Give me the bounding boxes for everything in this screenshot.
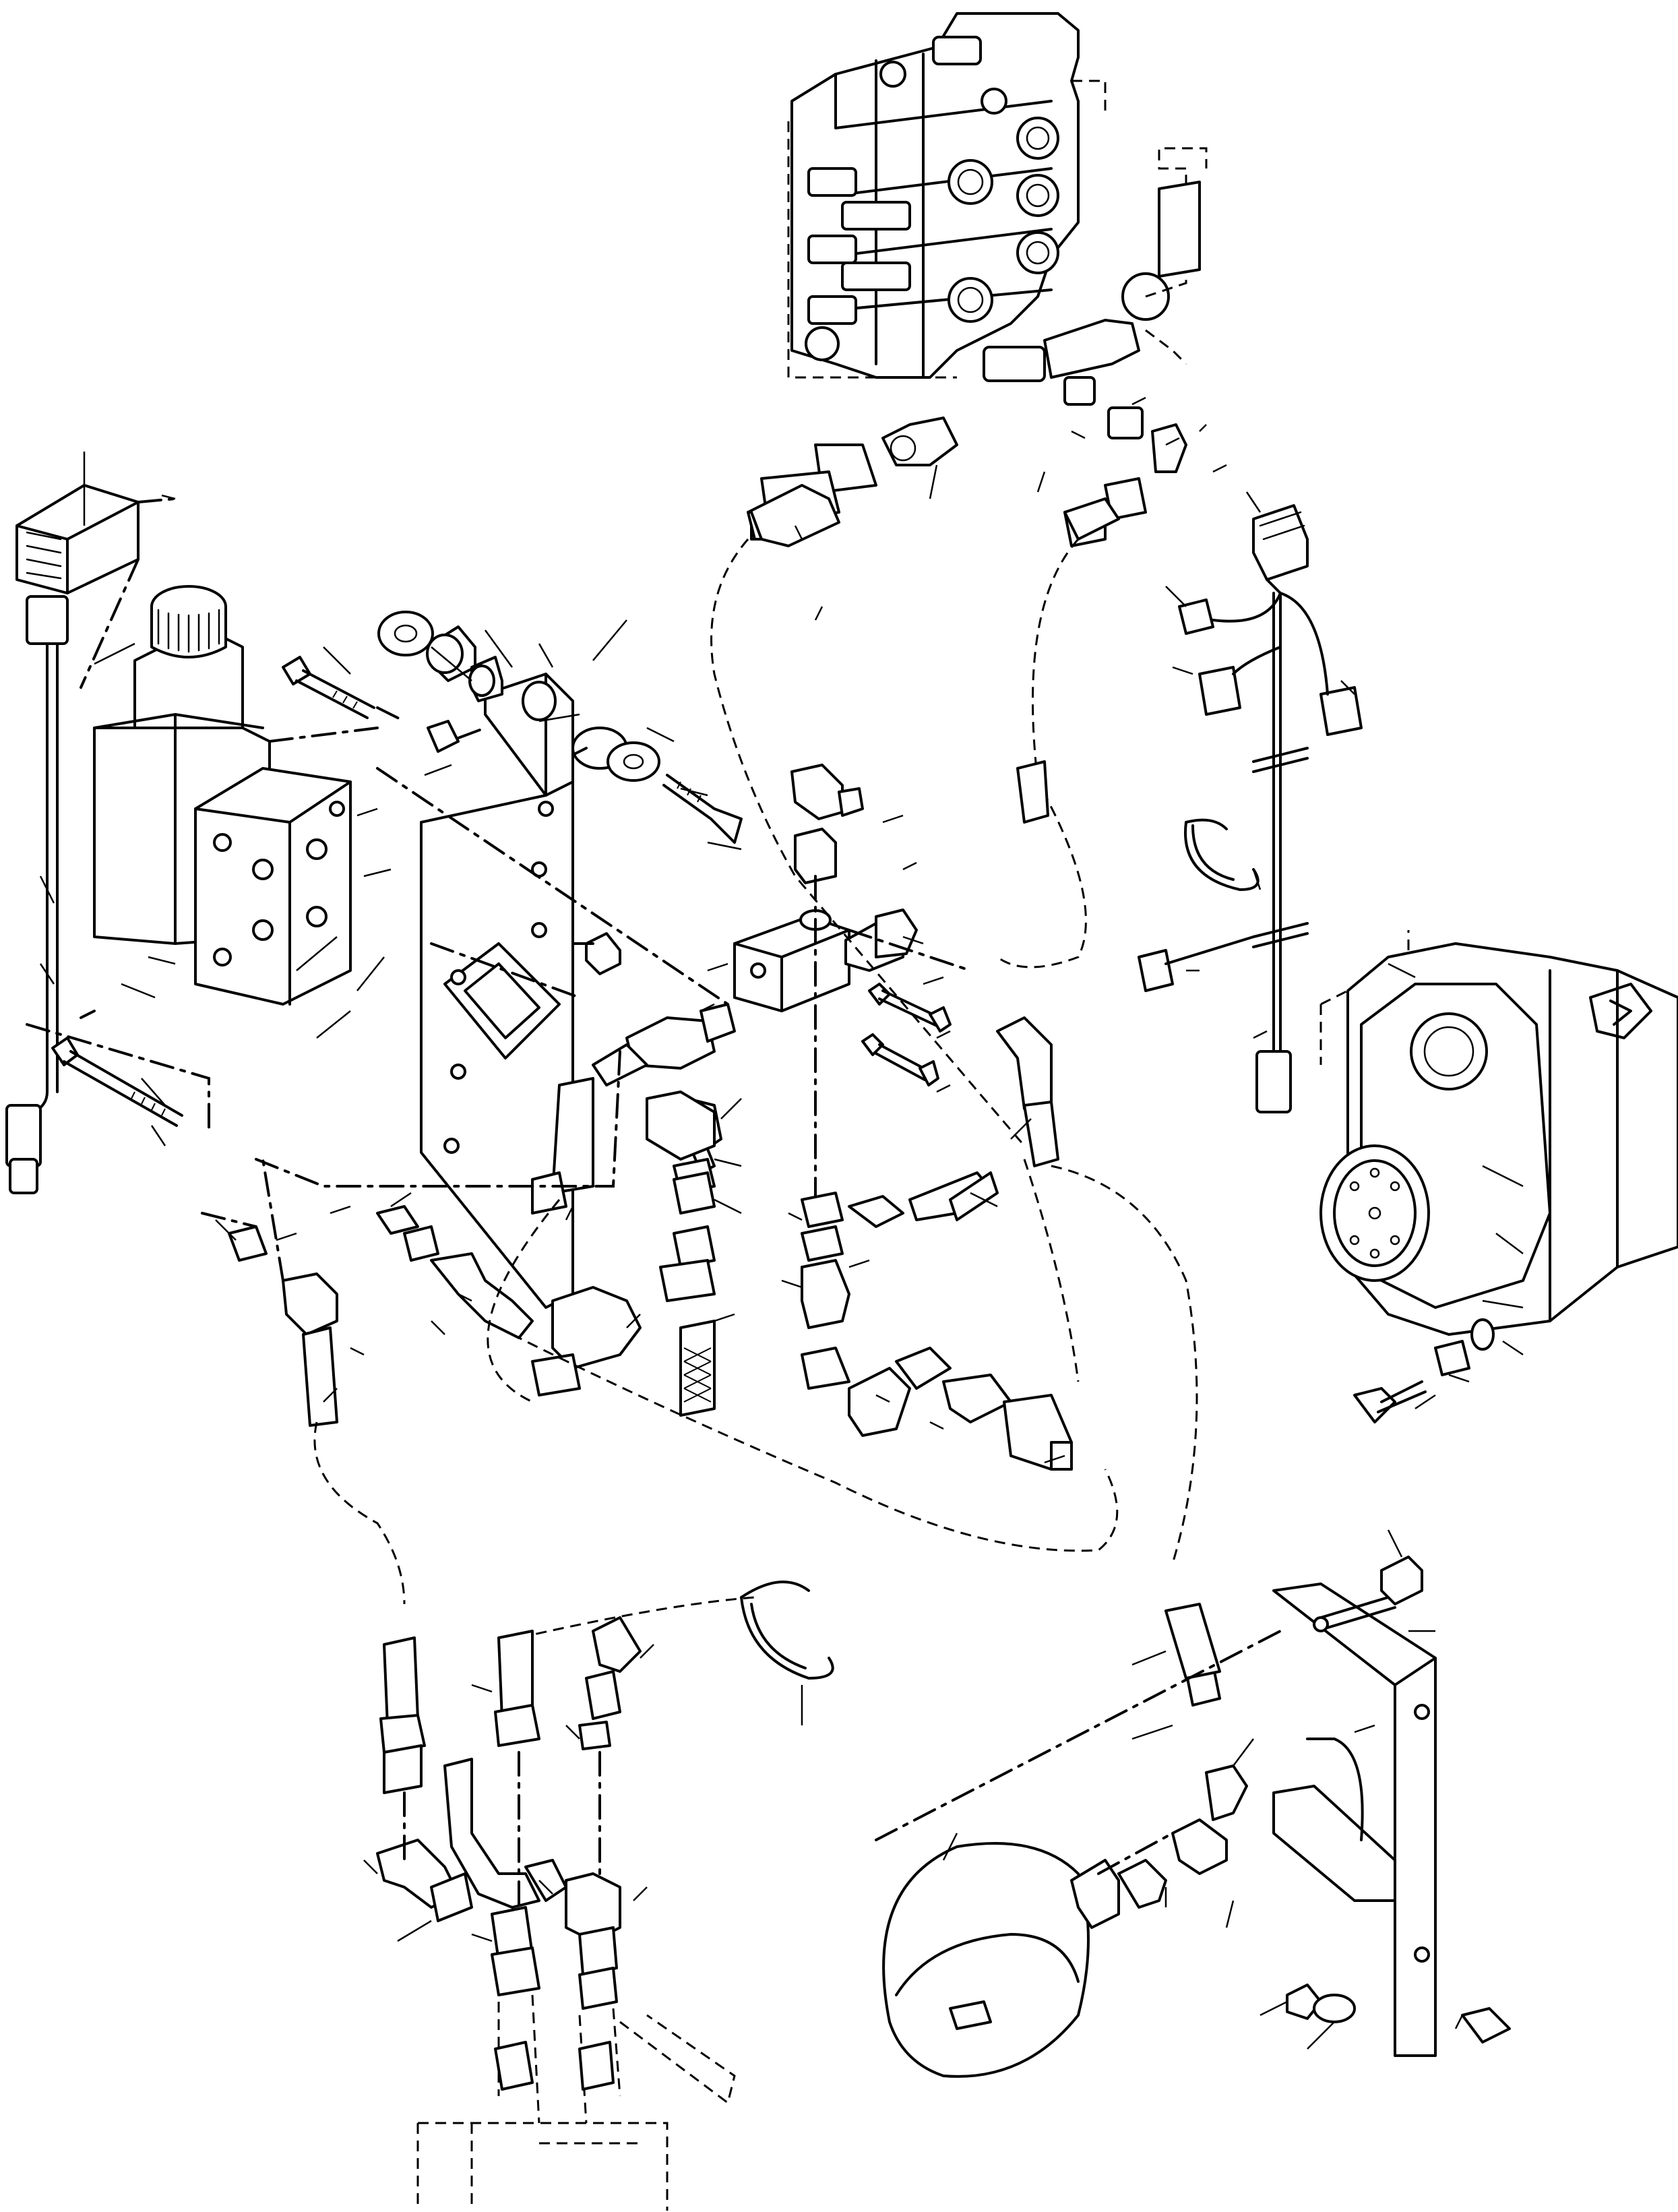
solenoid-valve-icon — [93, 585, 379, 1006]
bracket-bolt-set — [571, 727, 743, 975]
accumulator-bracket — [1272, 1556, 1511, 2057]
hydraulic-hose-icon — [228, 484, 1120, 1471]
lower-hose-assembly — [376, 1616, 736, 2211]
leader-lines — [39, 396, 1524, 2050]
wiring-harness — [1138, 504, 1363, 1113]
long-bolt — [26, 1010, 210, 1134]
valve-block-icon — [787, 12, 1208, 382]
hose-routing — [201, 538, 1198, 1639]
accumulator-bell-icon — [875, 1603, 1282, 2078]
hydraulic-pump-icon — [1319, 930, 1678, 1423]
washer-stack — [282, 611, 503, 753]
plug-connector-icon — [5, 484, 177, 1194]
hose-clamp-icon — [740, 760, 1260, 1680]
manifold-block — [733, 764, 972, 1201]
mounting-bracket — [420, 673, 574, 1309]
